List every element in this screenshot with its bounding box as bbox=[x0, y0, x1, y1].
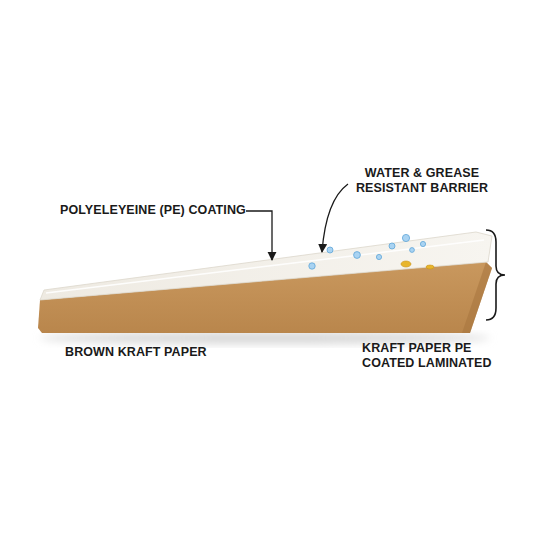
laminate-label: KRAFT PAPER PE COATED LAMINATED bbox=[362, 341, 502, 371]
water-droplets bbox=[309, 234, 426, 269]
coating-highlight bbox=[46, 240, 484, 293]
barrier-label: WATER & GREASE RESISTANT BARRIER bbox=[352, 166, 492, 196]
coating-label: POLYELEYEINE (PE) COATING bbox=[60, 203, 250, 218]
barrier-leader bbox=[322, 184, 348, 252]
pe-coating-layer bbox=[40, 232, 492, 300]
coating-leader bbox=[246, 211, 272, 260]
grease-drops bbox=[401, 261, 434, 269]
kraft-paper-bevel bbox=[462, 262, 492, 333]
thickness-brace bbox=[486, 230, 505, 320]
paper-label: BROWN KRAFT PAPER bbox=[65, 345, 265, 360]
